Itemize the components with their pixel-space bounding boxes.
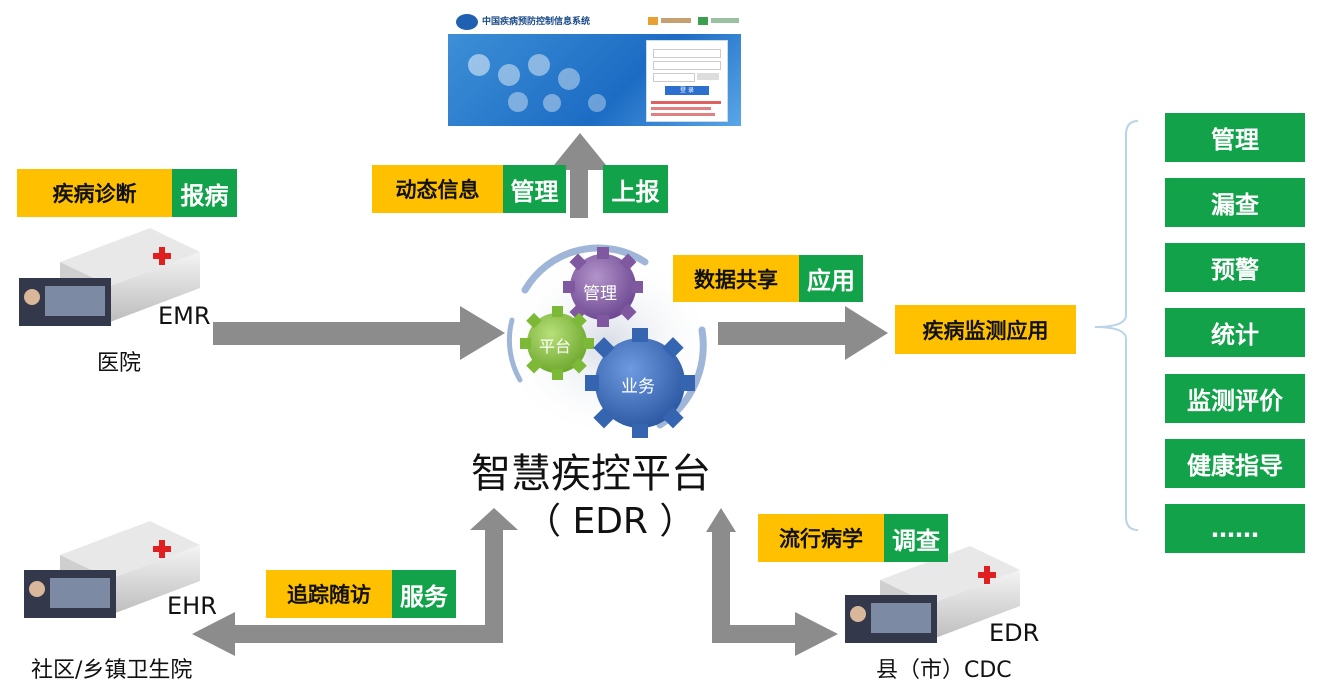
- arrow-county-platform: [706, 508, 838, 656]
- gear-business-label: 业务: [621, 377, 655, 397]
- login-panel: 登 录: [646, 40, 728, 122]
- ehr-label: EHR: [167, 592, 217, 620]
- login-button[interactable]: 登 录: [665, 86, 709, 95]
- arrow-emr-to-platform: [213, 306, 505, 360]
- side-item-warning[interactable]: 预警: [1165, 243, 1305, 292]
- side-item-more[interactable]: ……: [1165, 504, 1305, 553]
- hospital-building-icon: [19, 228, 200, 326]
- arrow-up-report: [550, 133, 610, 218]
- platform-title: 智慧疾控平台: [471, 451, 711, 497]
- community-building-icon: [24, 521, 200, 618]
- county-building-icon: [845, 546, 1020, 643]
- gear-platform: [520, 306, 594, 380]
- side-item-health-guide[interactable]: 健康指导: [1165, 439, 1305, 488]
- cdc-website-screenshot: 中国疾病预防控制信息系统 登 录: [448, 12, 741, 126]
- county-cdc-label: 县（市）CDC: [876, 658, 1012, 683]
- community-label: 社区/乡镇卫生院: [31, 658, 193, 683]
- gear-platform-label: 平台: [539, 337, 572, 356]
- side-bracket: [1094, 120, 1139, 531]
- gear-manage-label: 管理: [583, 284, 617, 304]
- website-title: 中国疾病预防控制信息系统: [482, 17, 591, 27]
- tag-dynamic-info: 动态信息: [372, 165, 503, 213]
- hospital-label: 医院: [97, 351, 142, 376]
- emr-label: EMR: [158, 302, 211, 330]
- tag-apply: 应用: [799, 255, 863, 302]
- side-item-manage[interactable]: 管理: [1165, 113, 1305, 162]
- tag-disease-diagnosis: 疾病诊断: [17, 169, 172, 217]
- tag-survey: 调查: [884, 514, 948, 562]
- gear-business: [585, 328, 695, 438]
- tag-epidemiology: 流行病学: [758, 514, 884, 562]
- edr-label: EDR: [989, 619, 1040, 647]
- platform-subtitle: （ EDR ）: [525, 501, 696, 542]
- side-item-missed-check[interactable]: 漏查: [1165, 178, 1305, 227]
- disease-monitor-app: 疾病监测应用: [895, 305, 1076, 354]
- arrow-platform-to-monitor: [718, 306, 888, 360]
- tag-top-manage: 管理: [503, 165, 566, 213]
- tag-service: 服务: [392, 570, 456, 618]
- tag-data-share: 数据共享: [673, 255, 799, 302]
- tag-follow-up: 追踪随访: [266, 570, 392, 618]
- arrow-platform-to-ehr: [192, 508, 518, 656]
- tag-report-disease: 报病: [172, 169, 237, 217]
- website-banner: 登 录: [448, 34, 741, 126]
- side-item-evaluation[interactable]: 监测评价: [1165, 374, 1305, 423]
- tag-report-up: 上报: [603, 165, 668, 213]
- cdc-logo-icon: [456, 14, 478, 30]
- side-item-statistics[interactable]: 统计: [1165, 308, 1305, 357]
